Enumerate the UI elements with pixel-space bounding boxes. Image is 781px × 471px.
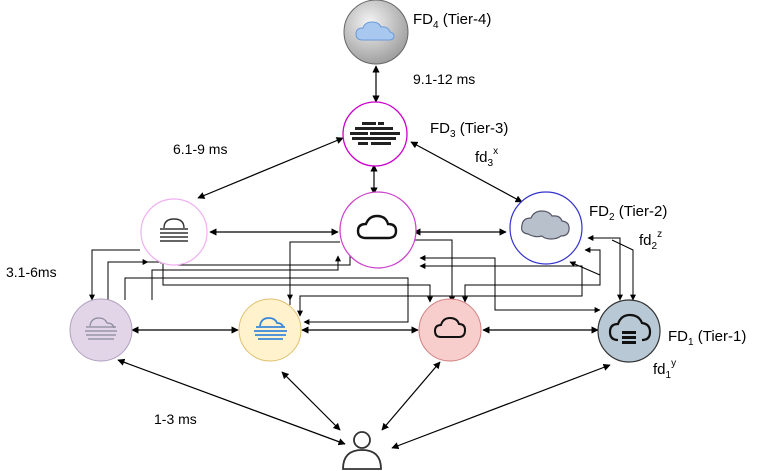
node-fd4: [343, 0, 409, 65]
node-tier2-left: [140, 198, 208, 266]
cloud-lines-icon: [85, 317, 117, 340]
cloud-stripes-icon: [350, 122, 400, 145]
cloud-server-icon: [608, 313, 652, 344]
fd1-label: FD1 (Tier-1): [668, 328, 746, 348]
cloud-outline-icon: [433, 316, 467, 338]
fd1-id: fd1y: [653, 358, 676, 381]
node-tier1-purple: [69, 298, 133, 362]
user-icon: [342, 431, 382, 470]
node-fd1: [597, 299, 661, 363]
fd4-label: FD4 (Tier-4): [413, 11, 491, 31]
node-tier1-red: [418, 298, 482, 362]
cloud-lines-icon: [160, 218, 188, 242]
latency-tier1-user: 1-3 ms: [154, 411, 197, 427]
fd3-id: fd3x: [475, 146, 498, 169]
cloud-outline-icon: [356, 214, 398, 240]
fd3-label: FD3 (Tier-3): [430, 120, 508, 140]
fd2-id: fd2z: [639, 229, 662, 252]
cloud-gray-icon: [521, 210, 570, 240]
latency-tier4-tier3: 9.1-12 ms: [413, 71, 475, 87]
node-fd3: [342, 101, 408, 167]
node-fd2: [509, 191, 583, 265]
latency-tier3-tier2: 6.1-9 ms: [173, 141, 227, 157]
node-tier2-center: [339, 191, 417, 269]
cloud-blue-lines-icon: [254, 317, 287, 340]
cloud-icon: [355, 21, 395, 41]
latency-tier2-tier1: 3.1-6ms: [6, 264, 57, 280]
node-tier1-yellow: [238, 298, 302, 362]
edges: [89, 65, 636, 450]
fd2-label: FD2 (Tier-2): [589, 203, 667, 223]
